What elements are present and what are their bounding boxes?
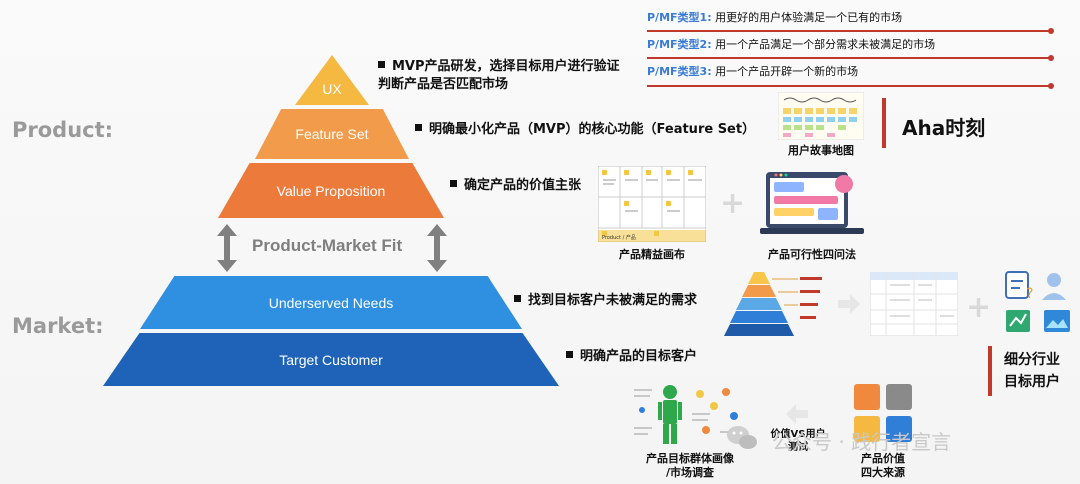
svg-text:?: ? [1026,286,1033,302]
plus-icon: + [966,290,992,325]
value-sources-caption: 产品价值 四大来源 [844,452,922,480]
accent-bar [988,346,992,396]
persona-caption: 产品目标群体画像 /市场调查 [636,452,744,480]
bullet-square-icon [514,295,521,302]
bullet-value-proposition: 确定产品的价值主张 [450,177,581,195]
pyramid-tier-ux: UX [295,55,369,105]
feasibility-illustration [760,172,864,234]
watermark-text: 公众号 · 践行者宣言 [772,430,952,454]
value-sources-caption-line2: 四大来源 [861,466,905,479]
pyramid-tier-underserved-needs: Underserved Needs [140,276,522,329]
pmf-type-text: 用一个产品满足一个部分需求未被满足的市场 [715,38,936,51]
lean-canvas-thumbnail: Product / 产品 [598,166,706,242]
value-vs-user-line1: 价值VS用户 [770,429,826,440]
pyramid-tier-feature-set: Feature Set [255,109,409,159]
aha-moment-title: Aha时刻 [902,116,986,140]
pmf-type-1: P/MF类型1: 用更好的用户体验满足一个已有的市场 [647,10,902,36]
user-research-icons: ? [1005,271,1070,332]
value-vs-user-line2: 测试 [788,442,808,453]
bullet-feature-set-text: 明确最小化产品（MVP）的核心功能（Feature Set） [429,122,756,137]
segment-title-line1: 细分行业 [1004,352,1060,368]
dot-icon [1048,55,1054,61]
dot-icon [1048,28,1054,34]
pmf-type-text: 用一个产品开辟一个新的市场 [715,65,859,78]
bullet-target-customer: 明确产品的目标客户 [566,348,697,366]
lean-canvas-footer: Product / 产品 [602,234,636,241]
value-sources-caption-line1: 产品价值 [861,452,905,465]
value-sources-grid [848,378,918,448]
pyramid-tier-target-customer: Target Customer [103,333,559,386]
tier-label-underserved-needs: Underserved Needs [268,294,394,311]
bullet-target-customer-text: 明确产品的目标客户 [580,349,698,364]
arrow-left-icon [786,404,808,424]
tier-label-feature-set: Feature Set [295,126,369,142]
bullet-underserved-needs: 找到目标客户未被满足的需求 [514,292,697,310]
tier-label-target-customer: Target Customer [279,351,383,368]
pmf-type-3: P/MF类型3: 用一个产品开辟一个新的市场 [647,64,858,90]
story-map-thumbnail [778,92,864,140]
persona-caption-line2: /市场调查 [665,466,715,479]
tier-label-ux: UX [322,81,342,97]
persona-illustration [634,385,742,444]
plus-icon: + [720,186,746,221]
bullet-square-icon [378,61,385,68]
pmf-label: Product-Market Fit [252,236,403,255]
segment-title-line2: 目标用户 [1004,374,1060,390]
product-section-label: Product: [12,118,114,142]
pmf-type-divider [647,57,1051,59]
bullet-ux-line1: MVP产品研发，选择目标用户进行验证 [392,59,620,74]
tier-label-value-proposition: Value Proposition [276,182,386,199]
lean-canvas-caption: 产品精益画布 [619,248,685,261]
bullet-underserved-needs-text: 找到目标客户未被满足的需求 [528,293,698,308]
bullet-square-icon [415,124,422,131]
bullet-square-icon [566,351,573,358]
analysis-table-thumbnail [870,272,958,336]
segment-title: 细分行业 目标用户 [1004,349,1060,393]
bullet-square-icon [450,180,457,187]
mini-pyramid-illustration [724,272,822,336]
accent-bar [882,98,886,148]
dot-icon [1048,83,1054,89]
double-arrow-icon [217,224,237,272]
four-questions-caption: 产品可行性四问法 [768,248,856,261]
arrow-right-icon [838,294,860,314]
pmf-type-2: P/MF类型2: 用一个产品满足一个部分需求未被满足的市场 [647,37,935,63]
bullet-ux-line2: 判断产品是否匹配市场 [378,77,509,92]
persona-caption-line1: 产品目标群体画像 [646,452,734,465]
pyramid-tier-value-proposition: Value Proposition [218,163,444,218]
pmf-type-tag: P/MF类型3: [647,65,712,78]
bullet-value-proposition-text: 确定产品的价值主张 [464,178,582,193]
bullet-ux: MVP产品研发，选择目标用户进行验证 判断产品是否匹配市场 [378,58,620,94]
bullet-feature-set: 明确最小化产品（MVP）的核心功能（Feature Set） [415,121,755,139]
wechat-icon [727,426,757,449]
story-map-caption: 用户故事地图 [788,144,854,157]
pmf-type-tag: P/MF类型1: [647,11,712,24]
double-arrow-icon [427,224,447,272]
market-section-label: Market: [12,314,104,338]
pmf-type-divider [647,30,1051,32]
pmf-type-tag: P/MF类型2: [647,38,712,51]
pmf-type-text: 用更好的用户体验满足一个已有的市场 [715,11,903,24]
pmf-type-divider [647,85,1051,87]
value-vs-user-caption: 价值VS用户 测试 [766,428,830,454]
